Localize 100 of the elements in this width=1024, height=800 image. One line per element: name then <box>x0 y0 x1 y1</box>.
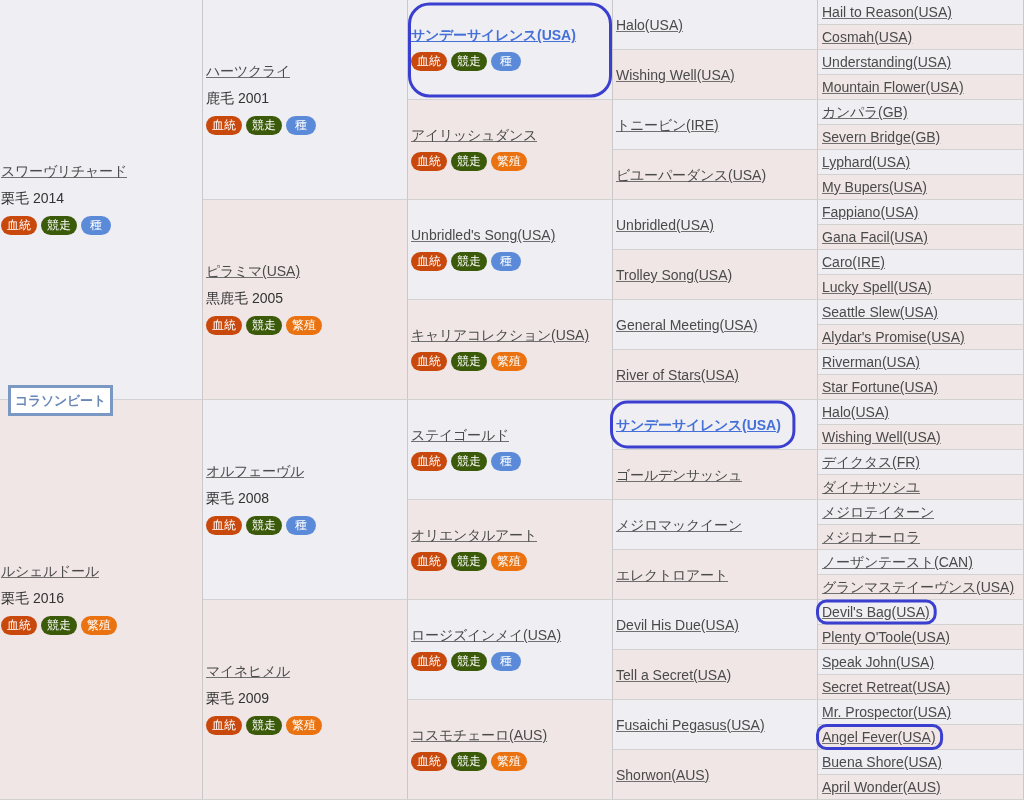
tag-pill: 競走 <box>246 115 282 135</box>
pedigree-cell <box>818 775 1024 800</box>
horse-name-link: ノーザンテースト(CAN) <box>822 555 973 569</box>
horse-name-link: オルフェーヴル <box>206 464 304 479</box>
horse-name-link: キャリアコレクション(USA) <box>411 328 590 343</box>
horse-name-link: Devil His Due(USA) <box>616 617 739 632</box>
pedigree-cell <box>818 750 1024 775</box>
horse-name-link: メジロマックイーン <box>616 517 742 532</box>
horse-name-link: Tell a Secret(USA) <box>616 667 732 682</box>
pedigree-cell <box>818 500 1024 525</box>
pedigree-cell <box>818 575 1024 600</box>
tag-pill: 種 <box>286 515 316 535</box>
horse-name-link: Riverman(USA) <box>822 355 920 369</box>
pedigree-cell <box>613 50 818 100</box>
horse-name-link: ピラミマ(USA) <box>206 264 301 279</box>
horse-name-link: Fusaichi Pegasus(USA) <box>616 717 765 732</box>
coat-year-text: 栗毛 2009 <box>206 690 270 707</box>
pedigree-cell <box>818 50 1024 75</box>
pedigree-cell <box>818 400 1024 425</box>
tag-pill: 繁殖 <box>491 551 527 571</box>
tag-pill: 種 <box>491 451 521 471</box>
pedigree-cell <box>818 75 1024 100</box>
pedigree-cell <box>203 600 408 800</box>
pedigree-cell <box>818 150 1024 175</box>
horse-name-link: My Bupers(USA) <box>822 180 928 194</box>
horse-name-link: Halo(USA) <box>616 17 683 32</box>
tag-pill: 血統 <box>411 651 447 671</box>
pedigree-cell <box>408 600 613 700</box>
pedigree-cell <box>613 500 818 550</box>
tag-pill: 競走 <box>246 315 282 335</box>
horse-name-link: Mr. Prospector(USA) <box>822 705 952 719</box>
horse-name-link: デイクタス(FR) <box>822 455 920 469</box>
pedigree-cell <box>408 200 613 300</box>
pedigree-cell <box>203 0 408 200</box>
horse-name-link: Buena Shore(USA) <box>822 755 942 769</box>
horse-name-link: ゴールデンサッシュ <box>616 467 742 482</box>
pedigree-cell <box>613 150 818 200</box>
pedigree-cell <box>818 225 1024 250</box>
pedigree-cell <box>613 0 818 50</box>
pedigree-cell <box>818 25 1024 50</box>
pedigree-cell <box>818 250 1024 275</box>
horse-name-link: Seattle Slew(USA) <box>822 305 938 319</box>
horse-name-link: Devil's Bag(USA) <box>822 605 930 619</box>
horse-name-link: Halo(USA) <box>822 405 889 419</box>
horse-name-link: ルシェルドール <box>1 564 99 579</box>
pedigree-cell <box>613 350 818 400</box>
coat-year-text: 黒鹿毛 2005 <box>206 290 284 307</box>
pedigree-cell <box>203 400 408 600</box>
pedigree-cell <box>818 300 1024 325</box>
pedigree-cell <box>818 650 1024 675</box>
pedigree-cell <box>408 500 613 600</box>
horse-name-link: ビユーパーダンス(USA) <box>616 167 767 182</box>
horse-name-link: River of Stars(USA) <box>616 367 739 382</box>
tag-pill: 血統 <box>411 151 447 171</box>
tag-pill: 競走 <box>41 615 77 635</box>
pedigree-cell <box>613 550 818 600</box>
horse-name-link: Speak John(USA) <box>822 655 935 669</box>
horse-name-link: Mountain Flower(USA) <box>822 80 964 94</box>
horse-name-link: Angel Fever(USA) <box>822 730 936 744</box>
pedigree-cell <box>203 200 408 400</box>
horse-name-link: Alydar's Promise(USA) <box>822 330 965 344</box>
pedigree-cell <box>613 700 818 750</box>
tag-pill: 血統 <box>206 315 242 335</box>
subject-name-box: コラソンビート <box>8 385 113 416</box>
horse-name-link: Wishing Well(USA) <box>616 67 735 82</box>
horse-name-link: カンパラ(GB) <box>822 105 908 119</box>
tag-pill: 競走 <box>41 215 77 235</box>
horse-name-link: ダイナサツシユ <box>822 480 920 494</box>
tag-pill: 種 <box>286 115 316 135</box>
horse-name-link: Severn Bridge(GB) <box>822 130 941 144</box>
tag-pill: 繁殖 <box>491 151 527 171</box>
pedigree-cell <box>408 100 613 200</box>
horse-name-link: エレクトロアート <box>616 567 728 582</box>
pedigree-cell <box>818 625 1024 650</box>
coat-year-text: 栗毛 2014 <box>1 190 65 207</box>
horse-name-link: Plenty O'Toole(USA) <box>822 630 950 644</box>
pedigree-cell <box>613 750 818 800</box>
pedigree-cell <box>818 175 1024 200</box>
pedigree-cell <box>818 100 1024 125</box>
horse-name-link: アイリッシュダンス <box>411 128 537 143</box>
horse-name-link: Shorwon(AUS) <box>616 767 710 782</box>
pedigree-cell <box>613 450 818 500</box>
horse-name-link: General Meeting(USA) <box>616 317 758 332</box>
horse-name-link: Understanding(USA) <box>822 55 952 69</box>
tag-pill: 競走 <box>246 715 282 735</box>
horse-name-link: Hail to Reason(USA) <box>822 5 952 19</box>
tag-pill: 繁殖 <box>491 751 527 771</box>
pedigree-cell <box>613 600 818 650</box>
horse-name-link: Star Fortune(USA) <box>822 380 938 394</box>
horse-name-link: ステイゴールド <box>411 428 509 443</box>
horse-name-link: オリエンタルアート <box>411 528 537 543</box>
pedigree-cell <box>613 250 818 300</box>
tag-pill: 繁殖 <box>81 615 117 635</box>
pedigree-cell <box>818 675 1024 700</box>
pedigree-cell <box>613 100 818 150</box>
horse-name-link: Trolley Song(USA) <box>616 267 733 282</box>
tag-pill: 血統 <box>1 615 37 635</box>
tag-pill: 競走 <box>451 551 487 571</box>
horse-name-link: マイネヒメル <box>206 664 290 679</box>
tag-pill: 血統 <box>411 251 447 271</box>
